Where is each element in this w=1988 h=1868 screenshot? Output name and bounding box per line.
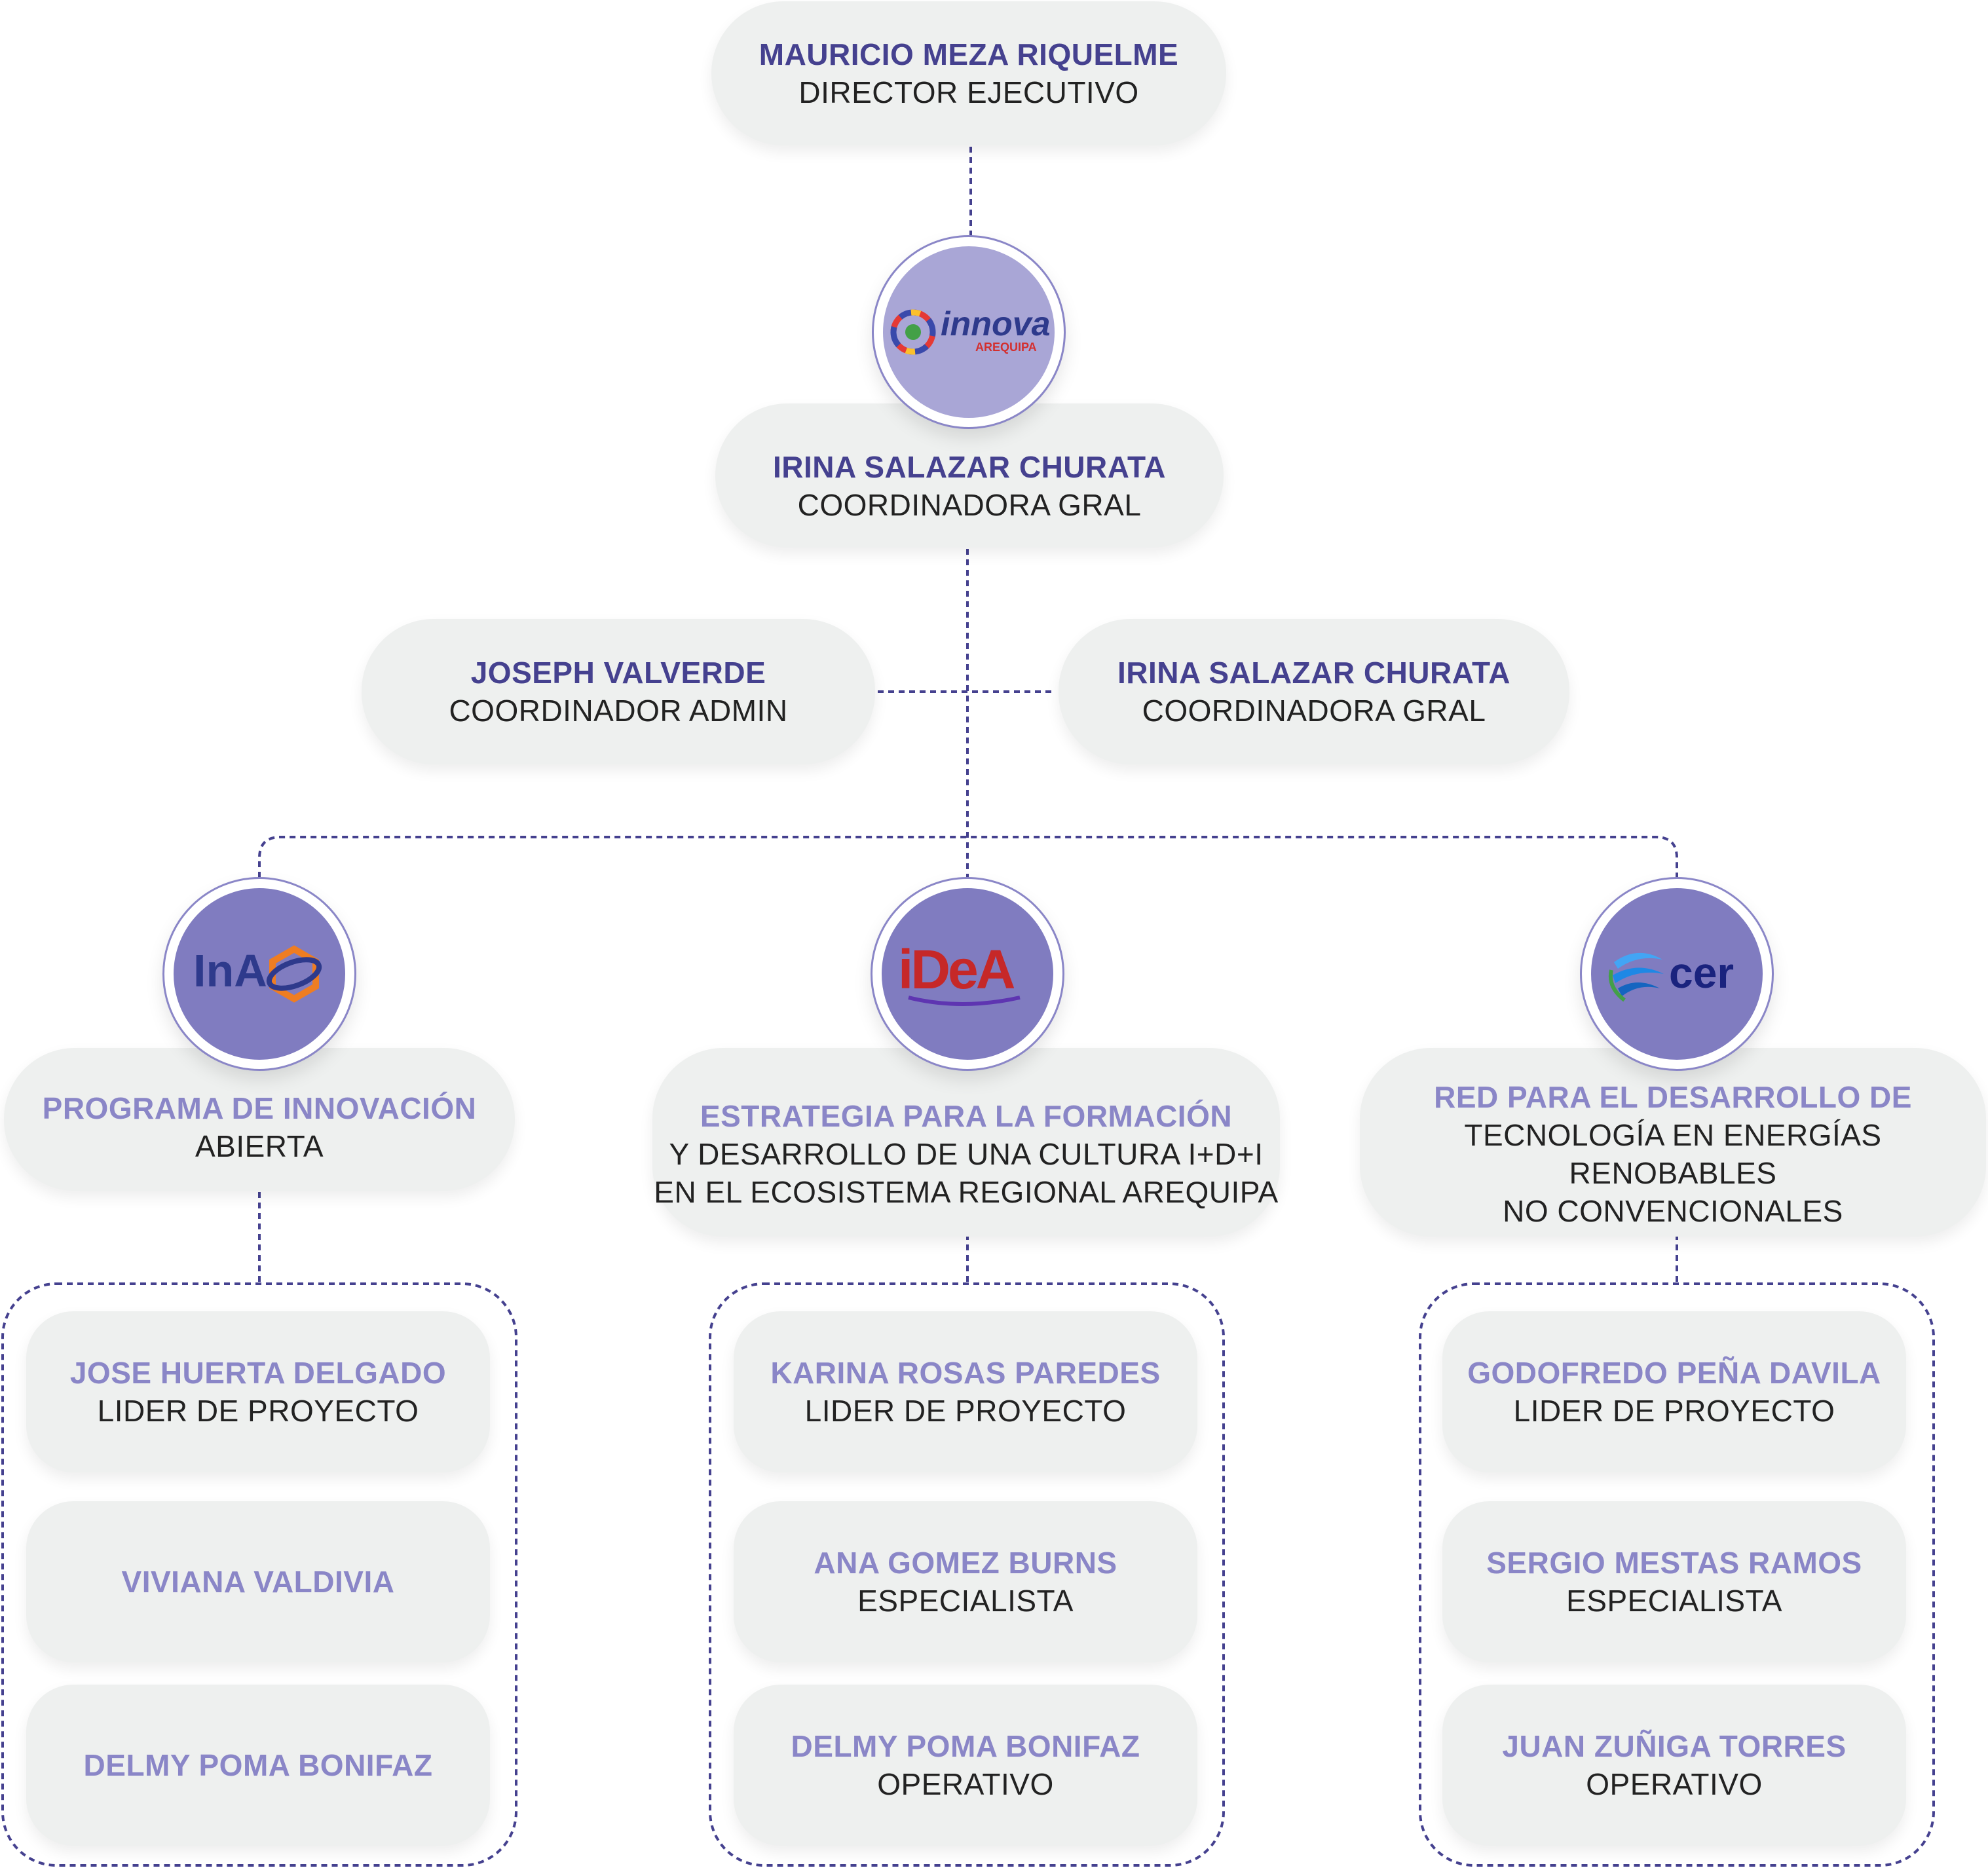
member-name: GODOFREDO PEÑA DAVILA <box>1467 1356 1881 1390</box>
program-node-1: PROGRAMA DE INNOVACIÓN ABIERTA <box>4 1048 515 1191</box>
member-name: ANA GOMEZ BURNS <box>814 1546 1117 1580</box>
member-card: KARINA ROSAS PAREDES LIDER DE PROYECTO <box>734 1311 1197 1472</box>
member-card: GODOFREDO PEÑA DAVILA LIDER DE PROYECTO <box>1442 1311 1906 1472</box>
member-name: JUAN ZUÑIGA TORRES <box>1502 1729 1847 1763</box>
member-name: JOSE HUERTA DELGADO <box>69 1356 447 1390</box>
svg-text:AREQUIPA: AREQUIPA <box>975 341 1037 354</box>
coordinator-general-role: COORDINADORA GRAL <box>797 488 1142 522</box>
member-card: JUAN ZUÑIGA TORRES OPERATIVO <box>1442 1685 1906 1846</box>
cer-logo-circle: cer <box>1580 877 1774 1071</box>
svg-text:cer: cer <box>1669 948 1734 997</box>
member-role: ESPECIALISTA <box>857 1584 1074 1618</box>
member-name: SERGIO MESTAS RAMOS <box>1486 1546 1862 1580</box>
program-node-2: ESTRATEGIA PARA LA FORMACIÓN Y DESARROLL… <box>652 1048 1280 1237</box>
member-card: ANA GOMEZ BURNS ESPECIALISTA <box>734 1501 1197 1662</box>
idea-logo-icon: iDeA <box>889 935 1046 1013</box>
program-2-subtitle-1: Y DESARROLLO DE UNA CULTURA I+D+I <box>669 1137 1264 1171</box>
member-name: VIVIANA VALDIVIA <box>121 1565 395 1599</box>
member-card: DELMY POMA BONIFAZ OPERATIVO <box>734 1685 1197 1846</box>
coordinator-general-name: IRINA SALAZAR CHURATA <box>773 450 1166 484</box>
program-2-subtitle-2: EN EL ECOSISTEMA REGIONAL AREQUIPA <box>654 1175 1279 1209</box>
director-name: MAURICIO MEZA RIQUELME <box>759 37 1179 71</box>
group-border-program3 <box>1419 1282 1935 1867</box>
member-card: JOSE HUERTA DELGADO LIDER DE PROYECTO <box>26 1311 490 1472</box>
member-card: DELMY POMA BONIFAZ <box>26 1685 490 1846</box>
program-2-title: ESTRATEGIA PARA LA FORMACIÓN <box>700 1099 1233 1133</box>
svg-text:innova: innova <box>941 305 1051 343</box>
ina-logo-icon: InA <box>184 938 335 1010</box>
member-role: ESPECIALISTA <box>1566 1584 1782 1618</box>
group-border-program2 <box>709 1282 1225 1867</box>
program-node-3: RED PARA EL DESARROLLO DE TECNOLOGÍA EN … <box>1360 1048 1986 1237</box>
member-role: LIDER DE PROYECTO <box>1513 1394 1835 1428</box>
svg-text:iDeA: iDeA <box>898 939 1015 1000</box>
member-name: DELMY POMA BONIFAZ <box>791 1729 1140 1763</box>
member-role: OPERATIVO <box>877 1767 1054 1801</box>
innova-logo-circle: innova AREQUIPA <box>872 235 1066 429</box>
program-3-subtitle-2: NO CONVENCIONALES <box>1503 1194 1843 1228</box>
member-card: SERGIO MESTAS RAMOS ESPECIALISTA <box>1442 1501 1906 1662</box>
cer-logo-icon: cer <box>1598 938 1755 1010</box>
ina-logo-circle: InA <box>162 877 356 1071</box>
coordinator-general-2-role: COORDINADORA GRAL <box>1142 694 1486 728</box>
innova-logo-icon: innova AREQUIPA <box>887 296 1051 368</box>
member-name: KARINA ROSAS PAREDES <box>770 1356 1161 1390</box>
program-3-subtitle-1: TECNOLOGÍA EN ENERGÍAS RENOBABLES <box>1464 1118 1882 1190</box>
program-1-title: PROGRAMA DE INNOVACIÓN <box>42 1091 477 1125</box>
member-role: OPERATIVO <box>1586 1767 1763 1801</box>
program-1-subtitle-1: ABIERTA <box>195 1129 324 1163</box>
member-role: LIDER DE PROYECTO <box>97 1394 419 1428</box>
coordinator-general-2-name: IRINA SALAZAR CHURATA <box>1117 656 1510 690</box>
coordinator-general-2-node: IRINA SALAZAR CHURATA COORDINADORA GRAL <box>1059 619 1569 764</box>
coordinator-general-node: IRINA SALAZAR CHURATA COORDINADORA GRAL <box>715 403 1224 548</box>
member-role: LIDER DE PROYECTO <box>804 1394 1127 1428</box>
admin-role: COORDINADOR ADMIN <box>449 694 788 728</box>
admin-node: JOSEPH VALVERDE COORDINADOR ADMIN <box>362 619 875 764</box>
member-card: VIVIANA VALDIVIA <box>26 1501 490 1662</box>
svg-text:InA: InA <box>193 945 267 996</box>
director-role: DIRECTOR EJECUTIVO <box>798 75 1139 109</box>
admin-name: JOSEPH VALVERDE <box>470 656 766 690</box>
program-3-title: RED PARA EL DESARROLLO DE <box>1434 1080 1912 1114</box>
idea-logo-circle: iDeA <box>871 877 1064 1071</box>
director-node: MAURICIO MEZA RIQUELME DIRECTOR EJECUTIV… <box>711 1 1226 145</box>
group-border-program1 <box>1 1282 517 1867</box>
member-name: DELMY POMA BONIFAZ <box>83 1748 433 1782</box>
